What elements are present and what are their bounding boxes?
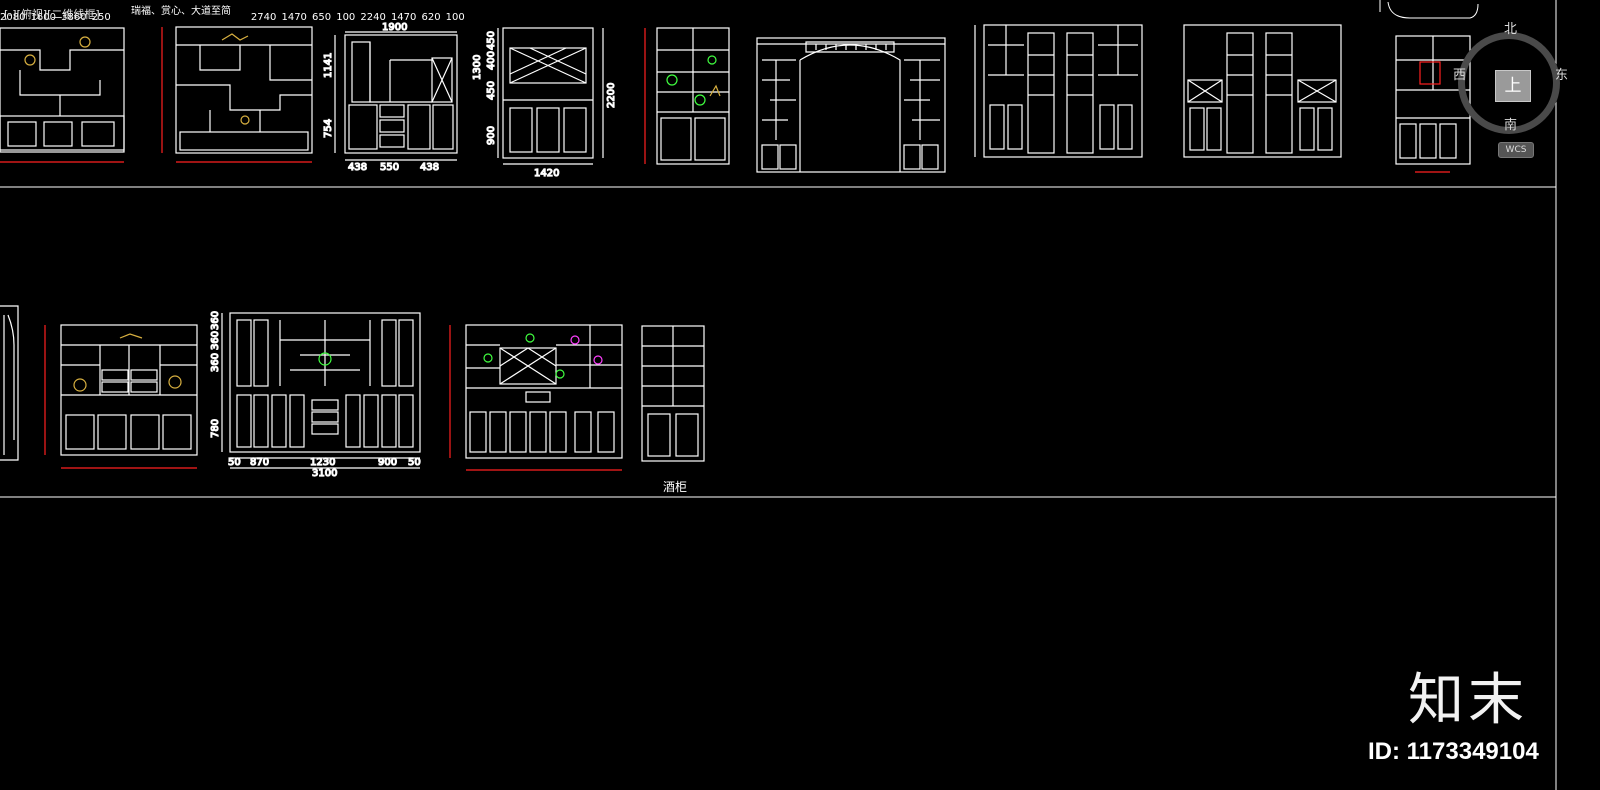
cabinet-drawing-r2-2: 360 360 360 780 50 870 1230 900 50 3100 — [209, 310, 421, 479]
svg-text:2200: 2200 — [606, 83, 617, 108]
compass-north[interactable]: 北 — [1504, 22, 1518, 37]
wcs-menu-button[interactable]: WCS — [1498, 142, 1534, 158]
viewcube[interactable]: 上 北 南 东 西 WCS — [1452, 18, 1572, 168]
panel-text-box: 瑞福、赏心、大道至简 — [131, 4, 231, 17]
viewcube-top-face[interactable]: 上 — [1495, 70, 1531, 102]
cabinet-drawing-r3-1: 2080 1600 3860 250 — [0, 12, 111, 23]
svg-text:3100: 3100 — [312, 468, 337, 479]
cabinet-drawing-r2-3 — [449, 324, 623, 471]
cabinet-drawing-r1-1 — [0, 27, 125, 163]
svg-text:瑞福、赏心、大道至简: 瑞福、赏心、大道至简 — [131, 4, 231, 17]
svg-text:400: 400 — [486, 51, 497, 70]
cabinet-drawing-r2-4-wine — [641, 325, 705, 462]
cabinet-drawing-r1-6-arch — [756, 37, 946, 173]
svg-text:1420: 1420 — [534, 168, 559, 179]
cabinet-drawing-r1-7 — [974, 24, 1143, 158]
svg-text:1230: 1230 — [310, 457, 335, 468]
svg-text:450: 450 — [486, 31, 497, 50]
svg-text:50: 50 — [408, 457, 421, 468]
cabinet-drawing-r1-8 — [1183, 24, 1342, 158]
cabinet-drawing-r2-0-edge — [0, 305, 19, 461]
svg-text:780: 780 — [210, 419, 221, 438]
svg-text:1300: 1300 — [472, 55, 483, 80]
cabinet-drawing-r1-2 — [161, 26, 313, 163]
compass-east[interactable]: 东 — [1555, 68, 1569, 83]
cabinet-drawing-r1-4: 1300 450 400 450 2200 900 1420 — [471, 27, 618, 180]
cabinet-drawing-r3-3: 2240 1470 620 100 — [360, 12, 465, 23]
cabinet-drawing-r1-5 — [644, 27, 730, 165]
svg-text:360: 360 — [210, 311, 221, 330]
svg-text:360: 360 — [210, 331, 221, 350]
svg-text:900: 900 — [378, 457, 397, 468]
cabinet-drawing-r3-2: 2740 1470 650 100 — [250, 12, 356, 23]
compass-south[interactable]: 南 — [1504, 118, 1518, 133]
wine-cabinet-caption: 酒柜 — [663, 480, 688, 494]
cabinet-drawing-r2-1 — [44, 324, 198, 469]
svg-text:754: 754 — [323, 119, 334, 138]
svg-text:438: 438 — [348, 162, 367, 173]
viewcube-compass-ring[interactable] — [1458, 32, 1560, 134]
svg-text:450: 450 — [486, 81, 497, 100]
svg-text:900: 900 — [486, 126, 497, 145]
watermark-id: ID: 1173349104 — [1368, 738, 1539, 765]
svg-text:870: 870 — [250, 457, 269, 468]
cabinet-drawing-r1-3: 1900 1141 754 438 550 438 — [322, 21, 458, 174]
layout-frame — [0, 0, 1557, 790]
watermark-logo: 知末 — [1408, 668, 1528, 733]
svg-text:1900: 1900 — [382, 22, 407, 33]
viewport-label[interactable]: [-][俯视][二维线框] — [4, 8, 100, 21]
svg-text:1141: 1141 — [323, 53, 334, 78]
svg-text:50: 50 — [228, 457, 241, 468]
compass-west[interactable]: 西 — [1453, 68, 1467, 83]
svg-text:438: 438 — [420, 162, 439, 173]
svg-text:550: 550 — [380, 162, 399, 173]
svg-text:360: 360 — [210, 353, 221, 372]
